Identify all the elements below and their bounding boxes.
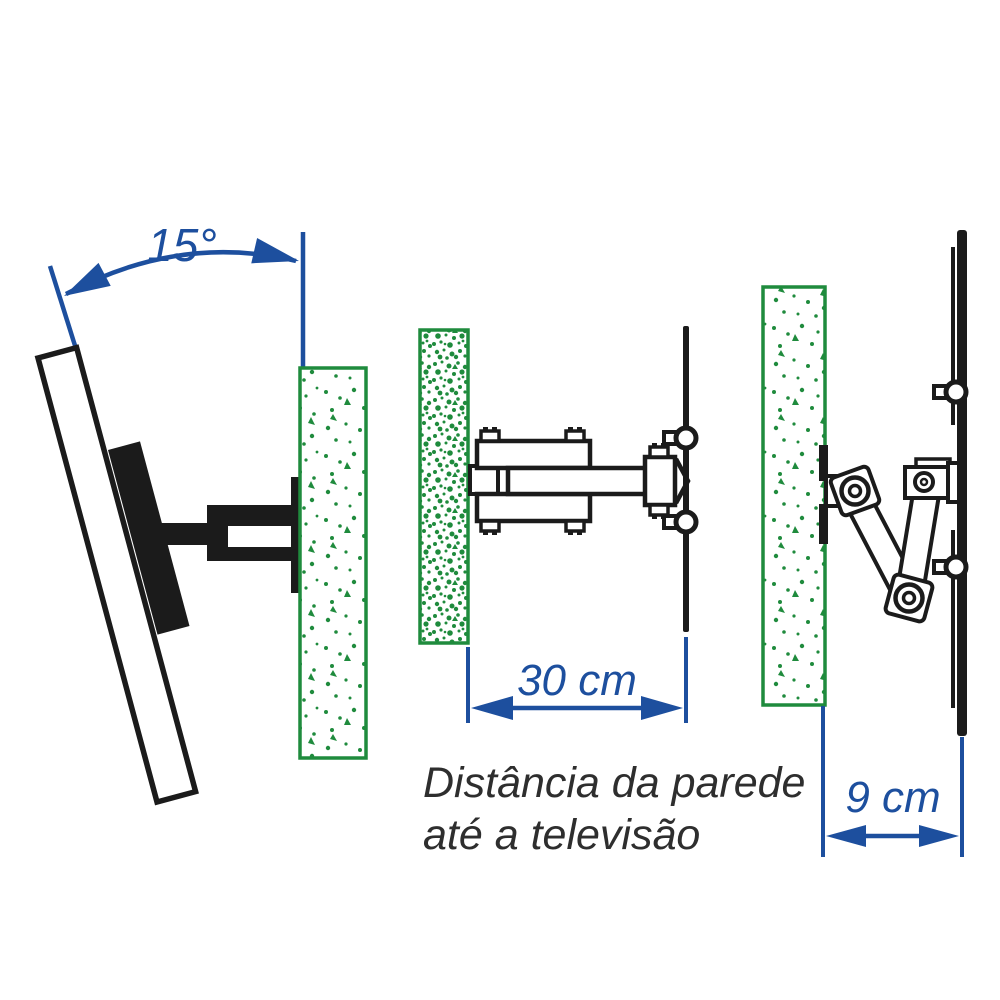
angle-arrowhead-right <box>251 237 299 264</box>
angle-annotation: 15° <box>47 219 306 369</box>
wall-plate-lower <box>819 504 828 544</box>
bolt-icon <box>564 519 586 535</box>
screw-icon <box>932 379 969 405</box>
extended-arm-view: 30 cm <box>418 326 699 723</box>
screw-icon <box>932 554 969 580</box>
caption-line2: até a televisão <box>423 811 700 859</box>
tv-bracket-right <box>903 457 966 504</box>
tv-side-middle <box>662 326 699 632</box>
arm-bottom <box>474 491 593 535</box>
caption-line1: Distância da parede <box>423 759 805 807</box>
bolt-icon <box>479 519 501 535</box>
tv-bracket-middle <box>642 443 691 519</box>
bolt-icon <box>564 427 586 443</box>
extension-arm <box>505 465 651 497</box>
extended-distance-dimension: 30 cm <box>466 637 688 723</box>
extended-distance-label: 30 cm <box>517 656 637 705</box>
folded-distance-dimension: 9 cm <box>821 706 964 857</box>
arm-top <box>474 427 593 471</box>
tv-side-right <box>932 230 969 736</box>
dim-arrowhead-left <box>471 696 513 720</box>
mount-arm-left <box>148 523 212 545</box>
bolt-icon <box>479 427 501 443</box>
hinge-joint-icon <box>883 572 935 624</box>
angle-tick-left <box>47 265 80 353</box>
screw-icon <box>662 509 699 535</box>
dim-arrowhead-left <box>826 825 866 847</box>
wall-plate-upper <box>819 445 828 481</box>
wall-section-right <box>761 285 827 707</box>
bolt-icon <box>913 471 935 493</box>
angle-arrowhead-left <box>64 262 111 296</box>
angle-label: 15° <box>147 219 217 271</box>
folded-arm-view: 9 cm <box>761 230 969 857</box>
tilted-tv-view: 15° <box>34 219 368 806</box>
dim-arrowhead-right <box>641 696 683 720</box>
dim-arrowhead-right <box>919 825 959 847</box>
tv-panel-line <box>683 326 689 632</box>
folded-distance-label: 9 cm <box>845 773 940 822</box>
vesa-plate-upper <box>951 247 955 425</box>
screw-icon <box>662 425 699 451</box>
hinge-joint-icon <box>828 464 882 518</box>
wall-section-left <box>298 366 368 760</box>
tv-screen-tilted <box>34 344 199 806</box>
wall-section-middle <box>418 328 470 645</box>
mount-bracket-left <box>207 505 296 561</box>
caption: Distância da parede até a televisão <box>423 759 805 859</box>
tv-panel-bar <box>957 230 967 736</box>
vesa-plate-lower <box>951 530 955 708</box>
